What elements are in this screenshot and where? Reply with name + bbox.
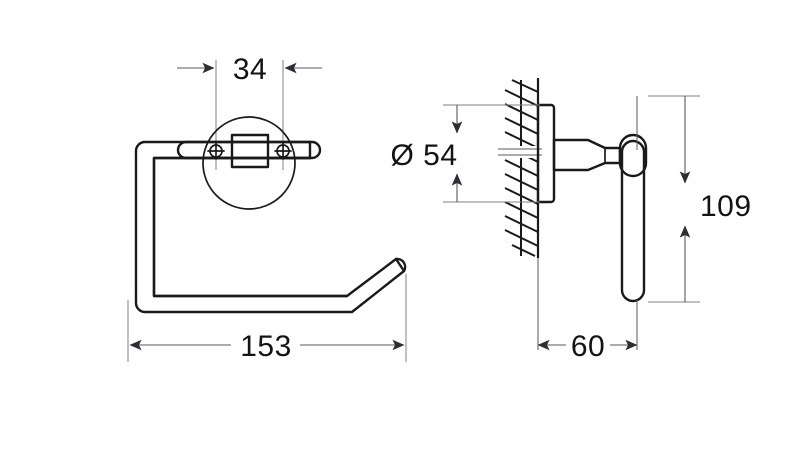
dim-54-label: Ø 54 [390, 139, 457, 172]
fastener-screw-right [274, 142, 292, 160]
front-view-153-extension-lines [127, 274, 407, 362]
dim-109-label: 109 [700, 190, 752, 223]
dimension-34: 34 [177, 53, 322, 86]
mounting-bracket-block [230, 133, 270, 169]
ring-joint [618, 133, 648, 178]
front-view-group: 34 [127, 53, 407, 363]
mounting-bar-front [176, 140, 322, 160]
dimension-60: 60 [537, 330, 638, 363]
fastener-screw-left [207, 142, 225, 160]
wall-hatching [504, 79, 539, 257]
paper-ring-profile [620, 139, 646, 303]
wall-hatch-gap [500, 146, 540, 158]
dimension-109: 109 [648, 95, 752, 303]
dim-34-label: 34 [233, 53, 267, 86]
mounting-bar [176, 140, 322, 160]
ring-tip-cap [394, 257, 406, 273]
side-view-group: Ø 54 109 60 [390, 78, 751, 363]
dimension-153: 153 [129, 330, 405, 363]
dimension-54: Ø 54 [390, 104, 540, 203]
dim-60-label: 60 [571, 330, 605, 363]
dim-153-label: 153 [240, 330, 292, 363]
rosette-disc-side [536, 103, 556, 204]
rosette-plate [202, 116, 296, 210]
